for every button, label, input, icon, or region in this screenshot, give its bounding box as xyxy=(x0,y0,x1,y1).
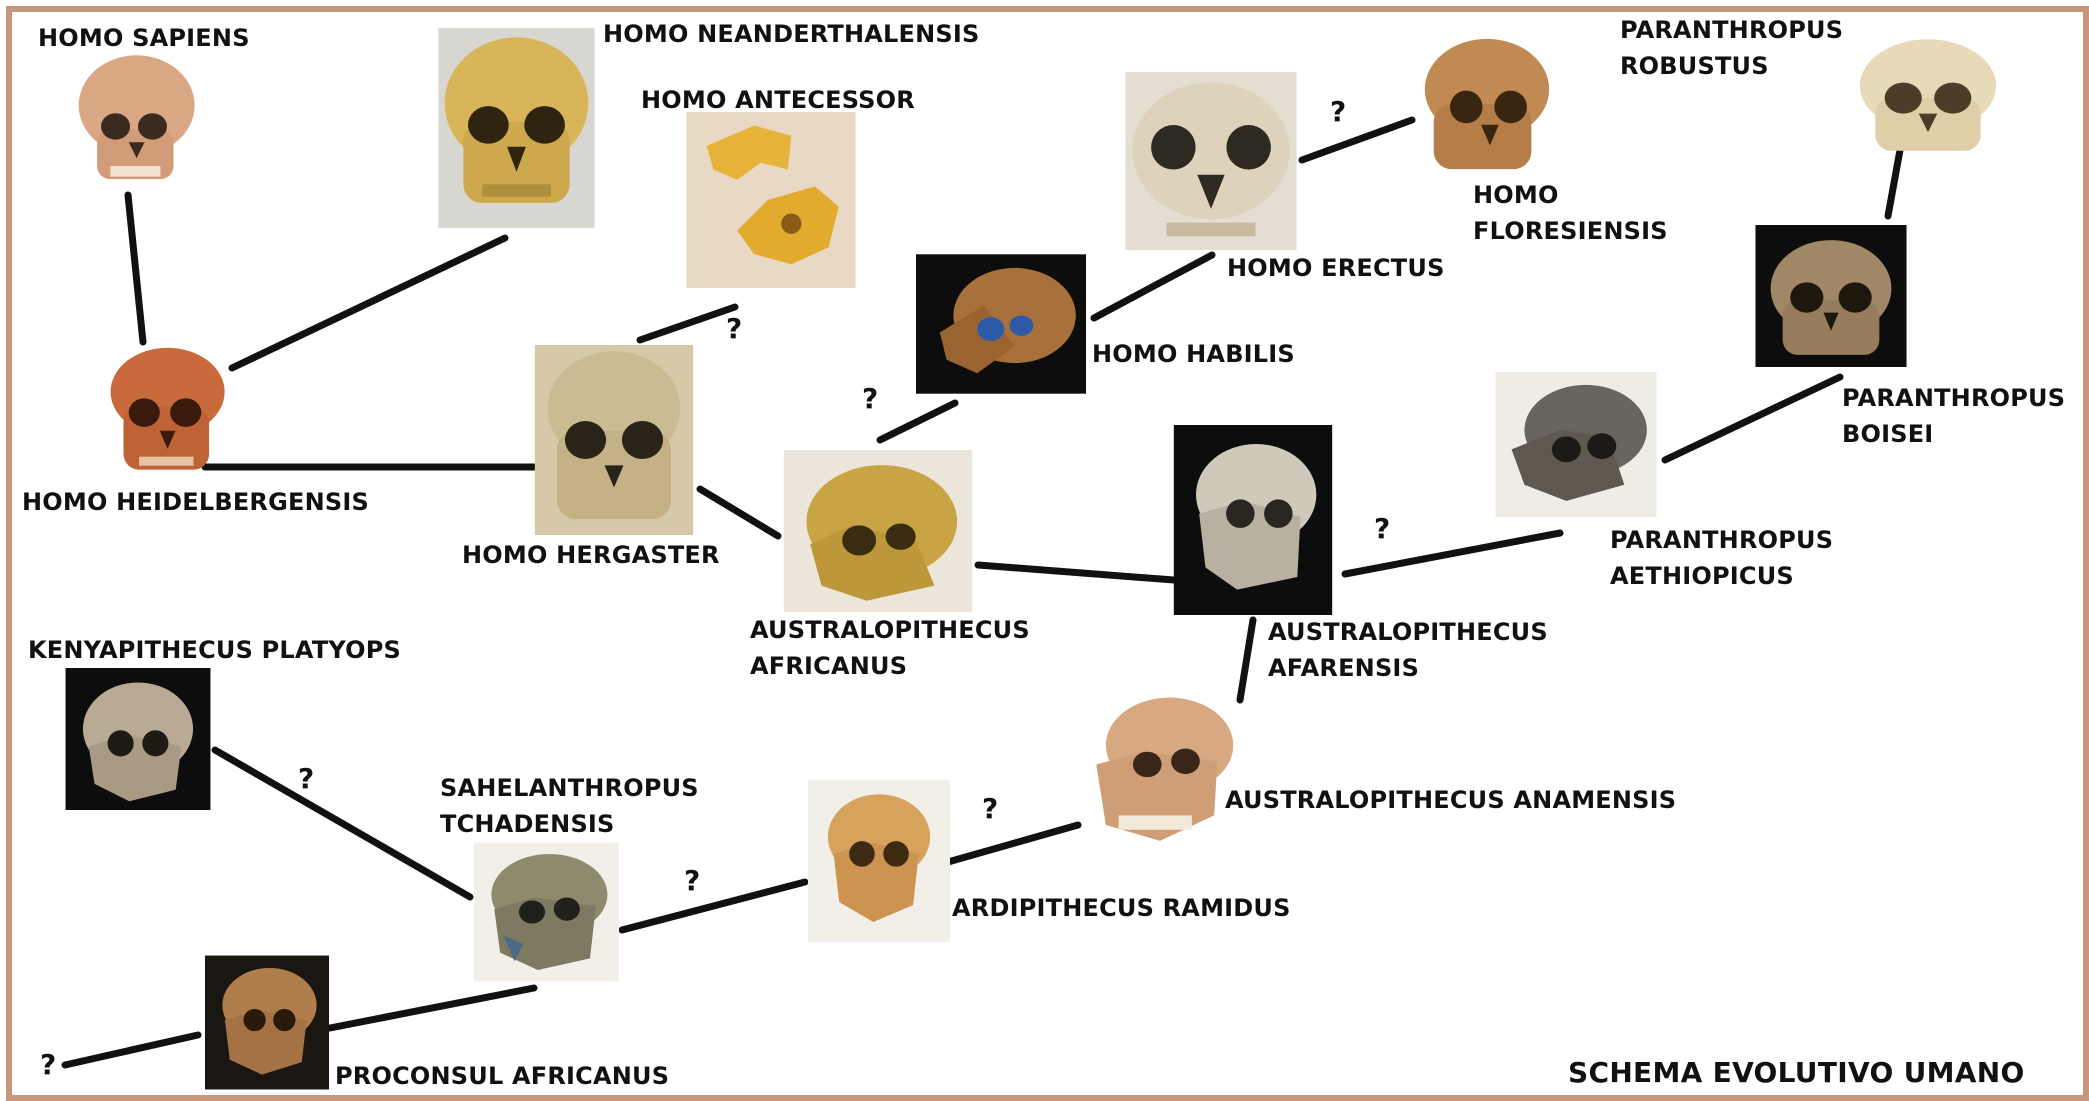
question-mark: ? xyxy=(298,762,314,795)
link-hergaster-antecessor xyxy=(640,307,735,340)
question-mark: ? xyxy=(862,382,878,415)
skull-photo-ramidus xyxy=(808,780,950,942)
skull-photo-heidelbergensis xyxy=(100,340,230,480)
label-paranthropus-aethiopicus: PARANTHROPUS AETHIOPICUS xyxy=(1610,522,1833,594)
question-mark: ? xyxy=(982,792,998,825)
label-proconsul-africanus: PROCONSUL AFRICANUS xyxy=(335,1058,669,1094)
skull-photo-afarensis xyxy=(1173,425,1333,615)
label-homo-habilis: HOMO HABILIS xyxy=(1092,336,1295,372)
link-kenyapithecus-sahelanthropus xyxy=(215,750,470,897)
skull-photo-antecessor xyxy=(686,112,856,288)
question-mark: ? xyxy=(726,312,742,345)
skull-photo-boisei xyxy=(1755,225,1907,367)
skull-photo-robustus xyxy=(1850,30,2006,160)
label-homo-hergaster: HOMO HERGASTER xyxy=(462,537,720,573)
question-mark: ? xyxy=(1330,95,1346,128)
diagram-title: SCHEMA EVOLUTIVO UMANO xyxy=(1568,1056,2025,1089)
label-homo-heidelbergensis: HOMO HEIDELBERGENSIS xyxy=(22,484,369,520)
skull-photo-sapiens xyxy=(68,50,200,195)
label-homo-floresiensis: HOMO FLORESIENSIS xyxy=(1473,177,1668,249)
label-homo-neanderthalensis: HOMO NEANDERTHALENSIS xyxy=(603,16,980,52)
label-ardipithecus-ramidus: ARDIPITHECUS RAMIDUS xyxy=(952,890,1291,926)
label-kenyapithecus-platyops: KENYAPITHECUS PLATYOPS xyxy=(28,632,401,668)
question-mark: ? xyxy=(684,864,700,897)
link-habilis-erectus xyxy=(1094,255,1212,318)
link-anamensis-ramidus xyxy=(948,825,1078,862)
label-homo-sapiens: HOMO SAPIENS xyxy=(38,20,250,56)
label-australopithecus-africanus: AUSTRALOPITHECUS AFRICANUS xyxy=(750,612,1030,684)
label-homo-antecessor: HOMO ANTECESSOR xyxy=(641,82,915,118)
skull-photo-proconsul xyxy=(205,955,329,1090)
skull-photo-habilis xyxy=(916,254,1086,394)
link-sahelanthropus-proconsul xyxy=(330,988,534,1028)
link-proconsul-unknown xyxy=(65,1035,198,1065)
skull-photo-floresiensis xyxy=(1410,30,1558,178)
skull-photo-aethiopicus xyxy=(1495,372,1657,517)
question-mark: ? xyxy=(40,1048,56,1081)
link-afarensis-anamensis xyxy=(1240,620,1253,700)
link-aethiopicus-boisei xyxy=(1665,377,1840,460)
link-africanus-habilis xyxy=(880,403,955,440)
skull-photo-sahelanthropus xyxy=(474,842,619,982)
skull-photo-neanderthalensis xyxy=(438,28,595,228)
question-mark: ? xyxy=(1374,512,1390,545)
label-homo-erectus: HOMO ERECTUS xyxy=(1227,250,1445,286)
link-africanus-afarensis xyxy=(978,565,1174,580)
skull-photo-kenyapithecus xyxy=(65,668,211,810)
link-hergaster-africanus xyxy=(700,489,778,536)
link-erectus-floresiensis xyxy=(1302,120,1412,160)
label-sahelanthropus-tchadensis: SAHELANTHROPUS TCHADENSIS xyxy=(440,770,699,842)
label-paranthropus-boisei: PARANTHROPUS BOISEI xyxy=(1842,380,2065,452)
skull-photo-anamensis xyxy=(1080,688,1240,860)
label-australopithecus-afarensis: AUSTRALOPITHECUS AFARENSIS xyxy=(1268,614,1548,686)
label-australopithecus-anamensis: AUSTRALOPITHECUS ANAMENSIS xyxy=(1225,782,1676,818)
skull-photo-hergaster xyxy=(534,345,694,535)
skull-photo-erectus xyxy=(1125,72,1297,250)
link-heidelbergensis-neanderthalensis xyxy=(232,238,505,368)
link-sapiens-heidelbergensis xyxy=(128,195,143,342)
label-paranthropus-robustus: PARANTHROPUS ROBUSTUS xyxy=(1620,12,1843,84)
link-ramidus-sahelanthropus xyxy=(622,882,805,930)
skull-photo-africanus xyxy=(783,450,973,612)
